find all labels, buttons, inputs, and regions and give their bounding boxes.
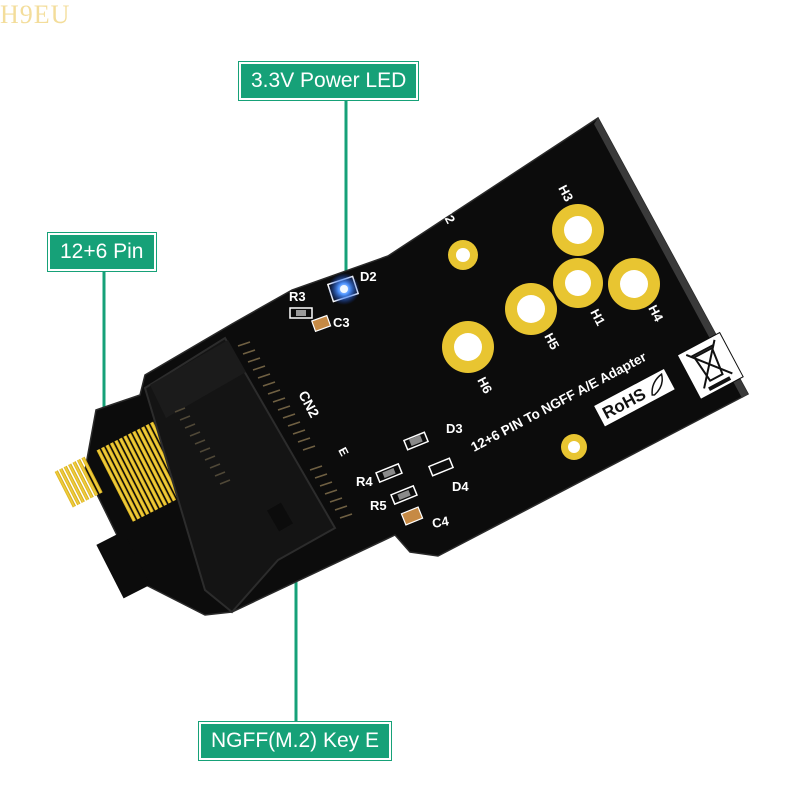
- ref-h5: H5: [541, 330, 562, 352]
- ref-c4: C4: [431, 513, 451, 531]
- callout-ngff-key-e: NGFF(M.2) Key E: [199, 722, 392, 760]
- ref-r4: R4: [356, 474, 373, 489]
- watermark-logo: H9EU: [0, 0, 71, 29]
- ref-d4: D4: [452, 479, 469, 494]
- ref-r5: R5: [370, 498, 387, 513]
- ref-h4: H4: [645, 302, 666, 324]
- ref-h2: H2: [437, 204, 458, 226]
- ref-c3: C3: [333, 315, 350, 330]
- m2-socket: CN2: [143, 336, 353, 614]
- smd-components: [289, 307, 455, 526]
- ref-d3: D3: [446, 421, 463, 436]
- callout-12-6-pin: 12+6 Pin: [48, 233, 156, 271]
- weee-bin-icon: [676, 331, 744, 400]
- callout-power-led: 3.3V Power LED: [239, 62, 419, 100]
- ref-h6: H6: [474, 374, 495, 396]
- mounting-holes: [442, 204, 660, 460]
- ref-r3: R3: [289, 289, 306, 304]
- ref-h3: H3: [555, 182, 576, 204]
- ref-h1: H1: [587, 306, 608, 328]
- ref-d2: D2: [360, 269, 377, 284]
- power-led: [326, 273, 360, 305]
